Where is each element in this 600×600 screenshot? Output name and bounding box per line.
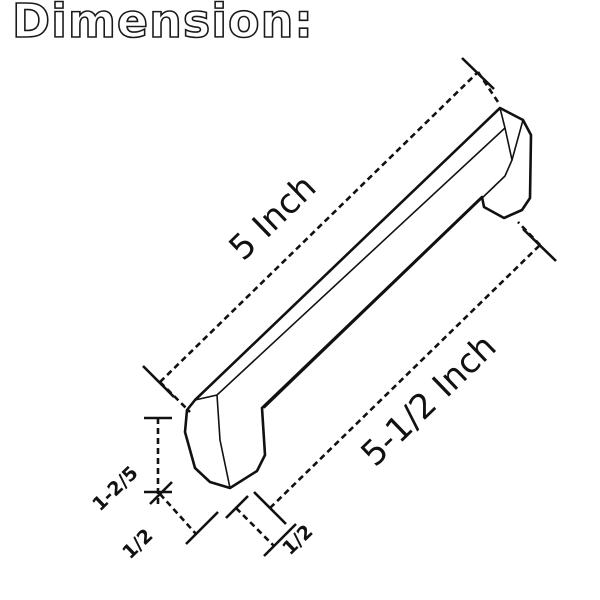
page-title: Dimension: xyxy=(11,0,314,49)
extension-line xyxy=(476,71,502,106)
dimension-tick xyxy=(185,511,219,545)
handle-left-leg-edge xyxy=(216,394,231,489)
label-projection: 1-2/5 xyxy=(88,462,142,516)
handle-inner-edge xyxy=(263,127,513,409)
extension-line xyxy=(517,221,541,246)
handle-outline xyxy=(183,106,533,490)
handle-right-leg-edge xyxy=(511,119,524,161)
dimension-tick xyxy=(263,523,297,557)
dimension-line xyxy=(159,71,479,383)
cabinet-handle xyxy=(183,106,533,490)
label-width-right: 1/2 xyxy=(278,521,317,560)
label-width-left: 1/2 xyxy=(118,525,157,564)
dimension-line xyxy=(269,244,541,509)
label-overall-length: 5-1/2 Inch xyxy=(353,327,504,475)
dimension-line xyxy=(235,507,275,547)
dimension-tick xyxy=(149,481,173,505)
handle-top-face-edge xyxy=(194,107,506,401)
dimension-projection: 1-2/5 xyxy=(88,416,172,516)
label-hole-spacing: 5 Inch xyxy=(221,167,324,268)
dimension-line xyxy=(159,493,197,535)
extension-line xyxy=(159,381,191,413)
dimension-tick xyxy=(253,491,287,525)
dimension-tick xyxy=(225,495,249,519)
dimension-width-left: 1/2 xyxy=(118,481,219,564)
